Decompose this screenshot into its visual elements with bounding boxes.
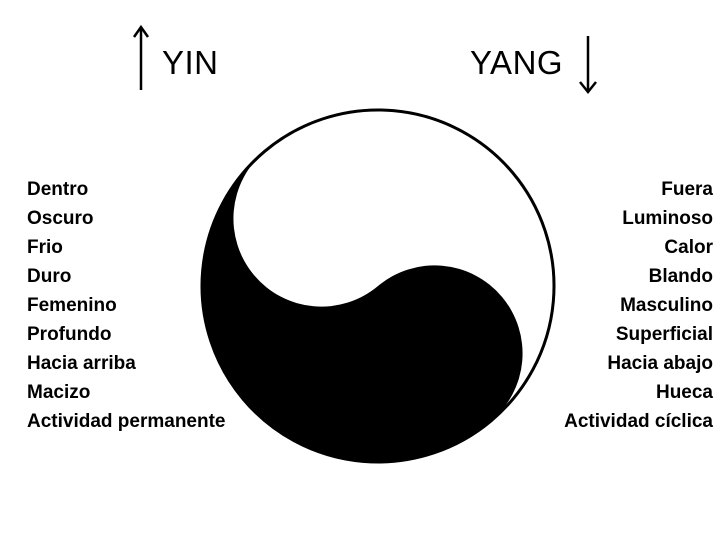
yin-item: Oscuro: [27, 208, 94, 229]
yang-item: Masculino: [620, 295, 713, 316]
yang-item: Blando: [648, 266, 713, 287]
yang-heading: YANG: [470, 44, 564, 81]
yin-dot: [410, 329, 459, 378]
yang-item: Superficial: [615, 324, 713, 345]
yin-item: Duro: [27, 266, 72, 287]
yin-item: Dentro: [27, 179, 89, 200]
yin-yang-icon: [200, 108, 556, 464]
yang-item: Actividad cíclica: [564, 411, 713, 432]
arrow-up-icon: [132, 24, 150, 90]
yin-half: [202, 151, 523, 462]
yin-item: Macizo: [27, 382, 91, 403]
yin-item: Profundo: [27, 324, 112, 345]
yang-attribute-list: Fuera Luminoso Calor Blando Masculino Su…: [564, 175, 713, 436]
yang-item: Hacia abajo: [607, 353, 713, 374]
yang-item: Luminoso: [622, 208, 713, 229]
yin-item: Frio: [27, 237, 63, 258]
yin-item: Hacia arriba: [27, 353, 136, 374]
yin-item: Actividad permanente: [27, 411, 226, 432]
yin-item: Femenino: [27, 295, 117, 316]
yang-item: Hueca: [655, 382, 713, 403]
yang-item: Fuera: [661, 179, 713, 200]
yin-heading: YIN: [162, 44, 219, 81]
yin-attribute-list: Dentro Oscuro Frio Duro Femenino Profund…: [27, 175, 226, 436]
yang-item: Calor: [664, 237, 713, 258]
arrow-down-icon: [579, 36, 597, 95]
yang-dot: [297, 194, 346, 243]
